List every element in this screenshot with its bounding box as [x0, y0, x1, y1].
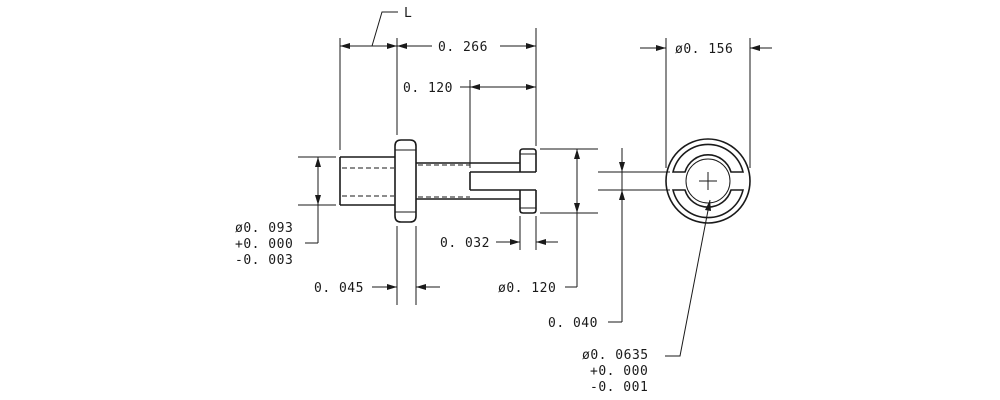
dimension-hole-diameter: ø0. 0635 +0. 000 -0. 001: [582, 199, 711, 395]
dimension-flange-thickness: 0. 045: [314, 281, 440, 296]
shank-outline: [339, 156, 395, 206]
slot-depth-label: 0. 120: [403, 81, 453, 96]
dimension-overall-length: 0. 266: [397, 40, 536, 55]
end-lower-head: [671, 189, 745, 219]
hole-diameter-label: ø0. 0635: [582, 348, 649, 363]
side-view: L 0. 266 0. 120 ø0. 093 +0. 000 -0. 003: [235, 6, 598, 305]
dimension-shank-diameter: ø0. 093 +0. 000 -0. 003: [235, 157, 321, 268]
shank-diameter-label: ø0. 093: [235, 221, 293, 236]
end-view: ø0. 156 0. 040 ø0. 0635 +0. 000 -0. 001: [548, 38, 772, 395]
dimension-slot-depth: 0. 120: [403, 81, 536, 96]
end-outer-circle: [665, 138, 751, 224]
shank-tolerance-plus: +0. 000: [235, 237, 293, 252]
tip-head-lower: [519, 190, 537, 214]
tip-diameter-label: ø0. 120: [498, 281, 556, 296]
dimension-L: L: [340, 6, 412, 49]
dimension-L-label: L: [404, 6, 412, 21]
tip-head-upper: [519, 148, 537, 172]
tip-thickness-label: 0. 032: [440, 236, 490, 251]
flange-thickness-label: 0. 045: [314, 281, 364, 296]
slot-width-label: 0. 040: [548, 316, 598, 331]
dimension-slot-width: 0. 040: [548, 148, 625, 331]
hole-tolerance-plus: +0. 000: [590, 364, 648, 379]
overall-length-label: 0. 266: [438, 40, 488, 55]
shank-tolerance-minus: -0. 003: [235, 253, 293, 268]
hole-tolerance-minus: -0. 001: [590, 380, 648, 395]
dimension-tip-diameter: ø0. 120: [498, 149, 580, 296]
end-center-hole: [685, 158, 731, 204]
end-upper-head: [671, 143, 745, 173]
end-diameter-label: ø0. 156: [675, 42, 733, 57]
flange-outline: [394, 139, 417, 223]
dimension-tip-thickness: 0. 032: [440, 236, 558, 251]
slot-outline: [469, 171, 536, 191]
shaft-outline: [416, 162, 520, 200]
dimension-end-diameter: ø0. 156: [640, 42, 772, 57]
